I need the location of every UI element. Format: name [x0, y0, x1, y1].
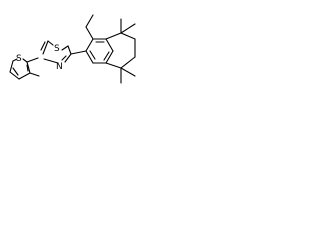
molecule-structure: S S N	[9, 14, 136, 84]
atom-label-s-thiazole: S	[54, 44, 60, 54]
atom-label-n-thiazole: N	[56, 62, 63, 72]
thiazole-ring	[26, 40, 87, 64]
thiophene-ring	[9, 58, 40, 80]
ethyl-group	[85, 14, 94, 40]
atom-label-s-thiophene: S	[16, 54, 22, 64]
cyclohexane-ring	[105, 18, 136, 84]
benzene-ring	[85, 38, 114, 64]
